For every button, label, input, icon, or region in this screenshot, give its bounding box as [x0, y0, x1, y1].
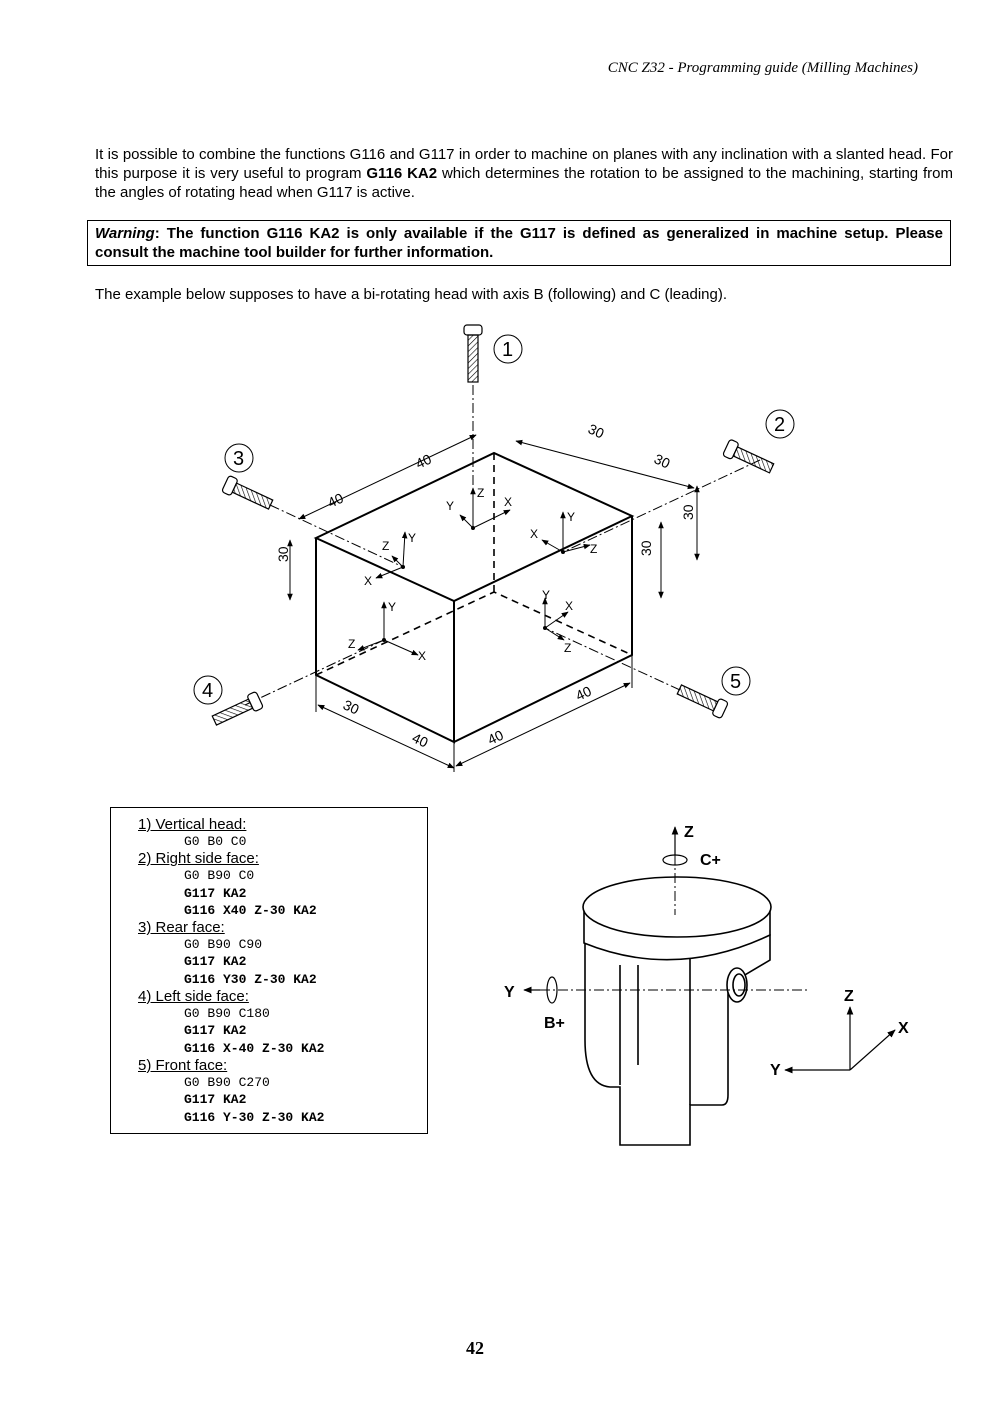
code-section-label: 4) Left side face:	[138, 988, 249, 1006]
dim-30-left-vert: 30	[275, 546, 291, 562]
head-y-label: Y	[504, 984, 515, 1001]
tool-label-1: 1	[502, 339, 513, 361]
example-paragraph: The example below supposes to have a bi-…	[95, 286, 728, 303]
code-line: G117 KA2	[184, 1092, 247, 1108]
code-section-label: 5) Front face:	[138, 1056, 228, 1074]
tool-5	[676, 684, 729, 719]
triad-dots	[382, 526, 565, 642]
warning-text: : The function G116 KA2 is only availabl…	[95, 225, 943, 261]
tool-label-2: 2	[774, 414, 785, 436]
dim-30-right: 30	[652, 450, 673, 471]
tool-3	[221, 475, 274, 510]
code-section-label: 2) Right side face:	[138, 850, 259, 868]
code-line: G0 B90 C180	[184, 1006, 270, 1022]
intro-paragraph: It is possible to combine the functions …	[95, 146, 953, 201]
svg-text:X: X	[565, 599, 573, 613]
svg-text:X: X	[504, 495, 512, 509]
center-lines	[244, 385, 761, 706]
page-number: 42	[466, 1338, 484, 1358]
dim-30-bottom-left: 30	[341, 696, 362, 717]
frame-z-label: Z	[844, 988, 854, 1005]
page-header: CNC Z32 - Programming guide (Milling Mac…	[607, 60, 918, 76]
dim-30-far-right: 30	[680, 504, 696, 520]
dim-30-right-vert: 30	[638, 540, 654, 556]
tool-4	[211, 691, 264, 726]
code-section-label: 3) Rear face:	[138, 919, 225, 937]
head-b-label: B+	[544, 1015, 565, 1032]
dim-40-top: 40	[413, 451, 434, 472]
warning-box: Warning: The function G116 KA2 is only a…	[87, 220, 951, 266]
code-line: G116 Y30 Z-30 KA2	[184, 971, 317, 987]
svg-text:X: X	[418, 649, 426, 663]
tool-numbers: 1 2 3 4 5	[193, 334, 795, 705]
tool-2	[722, 439, 775, 474]
head-c-label: C+	[700, 852, 721, 869]
dim-40-bottom-mid: 40	[485, 727, 506, 748]
head-z-label: Z	[684, 824, 694, 841]
triad-labels: Z X Y Y X Z Y Z X Y Z X Y X Z	[348, 486, 597, 663]
code-line: G0 B0 C0	[184, 834, 247, 849]
frame-x-label: X	[898, 1020, 909, 1037]
bi-rotating-head-figure: Z C+ Y B+ Z X Y	[504, 824, 909, 1146]
svg-text:Y: Y	[408, 531, 416, 545]
code-line: G116 X40 Z-30 KA2	[184, 902, 317, 918]
svg-text:Z: Z	[382, 539, 389, 553]
svg-text:X: X	[364, 574, 372, 588]
code-line: G116 X-40 Z-30 KA2	[184, 1040, 325, 1056]
dimension-lines	[287, 434, 700, 772]
isometric-block-figure: 40 40 30 30 30 30 30 30 40 40 40 Z X Y	[193, 324, 795, 772]
svg-text:Y: Y	[446, 499, 454, 513]
tool-1	[463, 324, 483, 383]
svg-text:Z: Z	[477, 486, 484, 500]
tools	[211, 324, 775, 726]
code-section-label: 1) Vertical head:	[138, 816, 247, 833]
warning-label: Warning	[95, 225, 155, 242]
code-line: G0 B90 C270	[184, 1074, 270, 1090]
dim-30-bottom-mid: 40	[410, 729, 431, 750]
hidden-edges	[315, 453, 633, 676]
svg-text:Y: Y	[388, 600, 396, 614]
dim-40-bottom-right: 40	[573, 683, 594, 704]
dimension-texts: 40 40 30 30 30 30 30 30 40 40	[275, 420, 696, 750]
svg-text:Z: Z	[348, 637, 355, 651]
svg-text:Z: Z	[590, 542, 597, 556]
code-line: G117 KA2	[184, 885, 247, 901]
code-line: G116 Y-30 Z-30 KA2	[184, 1109, 325, 1125]
svg-text:X: X	[530, 527, 538, 541]
code-line: G0 B90 C90	[184, 937, 263, 953]
svg-text:Z: Z	[564, 641, 571, 655]
svg-text:Y: Y	[567, 510, 575, 524]
frame-y-label: Y	[770, 1062, 781, 1079]
dim-30-top-right: 30	[586, 420, 607, 441]
svg-text:Y: Y	[542, 588, 550, 602]
code-line: G117 KA2	[184, 1023, 247, 1039]
tool-label-3: 3	[233, 448, 244, 470]
dim-40-left: 40	[325, 490, 346, 511]
code-line: G0 B90 C0	[184, 868, 255, 884]
tool-label-4: 4	[202, 680, 213, 702]
tool-label-5: 5	[730, 671, 741, 693]
code-line: G117 KA2	[184, 954, 247, 970]
axis-triads	[357, 487, 591, 656]
